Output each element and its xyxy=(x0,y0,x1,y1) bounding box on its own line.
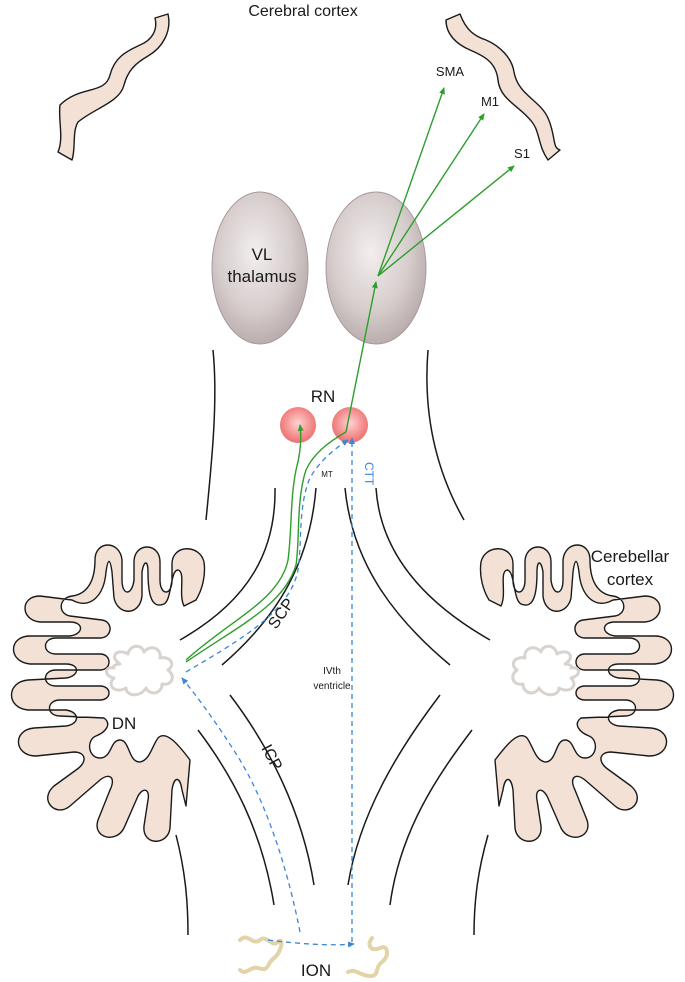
label-dn: DN xyxy=(112,714,137,733)
red-nucleus-left xyxy=(280,407,316,443)
dentate-nucleus-right xyxy=(511,644,580,697)
green-thalamus-to-s1 xyxy=(377,165,515,277)
inferior-olive-left xyxy=(238,935,284,974)
blue-ion-to-ctt xyxy=(267,939,355,948)
scp-right-inner xyxy=(344,487,451,666)
label-sma: SMA xyxy=(436,64,465,79)
green-dn-to-thalamus-path xyxy=(185,431,347,663)
label-vl-line1: VL xyxy=(252,245,273,264)
icp-left-outer xyxy=(197,729,275,906)
cortex-gyrus-left xyxy=(57,13,170,161)
label-s1: S1 xyxy=(514,146,530,161)
green-thalamus-to-m1 xyxy=(377,113,485,277)
label-cerebellar-line1: Cerebellar xyxy=(591,547,670,566)
label-rn: RN xyxy=(311,387,336,406)
dentate-nucleus-left xyxy=(105,644,174,697)
label-scp: SCP xyxy=(265,596,298,633)
cortex-gyrus-right xyxy=(445,13,561,161)
scp-right-outer xyxy=(375,487,491,641)
inferior-olive-right xyxy=(346,936,389,979)
red-nucleus-right xyxy=(332,407,368,443)
label-vl-line2: thalamus xyxy=(228,267,297,286)
icp-left-inner xyxy=(229,694,315,886)
green-dn-to-rn-path xyxy=(185,424,304,661)
blue-ion-to-dn xyxy=(181,677,301,933)
cerebellar-cortex-right xyxy=(479,544,674,842)
vl-thalamus-right xyxy=(325,191,427,345)
label-cerebellar-line2: cortex xyxy=(607,570,654,589)
label-ivth-line2: ventricle xyxy=(313,681,351,692)
label-mt: MT xyxy=(321,470,333,479)
green-thalamus-to-sma xyxy=(377,87,445,277)
label-m1: M1 xyxy=(481,94,499,109)
vl-thalamus-left xyxy=(211,191,309,345)
cerebellar-cortex-left xyxy=(11,544,206,842)
scp-left-outer xyxy=(179,487,276,641)
brainstem-outline-left-upper xyxy=(205,349,216,521)
brainstem-outline-left-lower xyxy=(175,834,189,936)
brainstem-outline-right-lower xyxy=(473,834,489,936)
green-rn-to-thalamus-path xyxy=(345,281,378,433)
icp-right-outer xyxy=(389,729,473,906)
label-cerebral-cortex: Cerebral cortex xyxy=(248,3,357,20)
label-ivth-line1: IVth xyxy=(323,666,341,677)
label-icp: ICP xyxy=(257,742,285,774)
label-ion: ION xyxy=(301,961,331,980)
brainstem-outline-right-upper xyxy=(426,349,465,521)
scp-left-inner xyxy=(221,487,317,666)
icp-right-inner xyxy=(347,694,441,886)
label-ctt: CTT xyxy=(362,462,376,486)
